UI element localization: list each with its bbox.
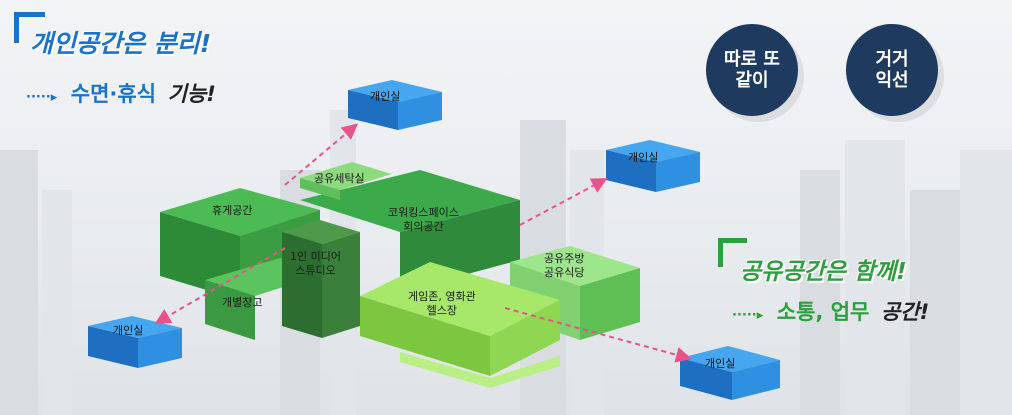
zone-lounge: 휴게공간 bbox=[212, 204, 253, 217]
badge-together-apart: 따로 또 같이 bbox=[706, 24, 798, 116]
private-sub-highlight: 수면·휴식 bbox=[70, 82, 157, 106]
private-room-label: 개인실 bbox=[628, 151, 659, 164]
shared-heading-bracket bbox=[718, 238, 747, 267]
shared-sub-highlight: 소통, 업무 bbox=[776, 300, 870, 324]
private-sub-tail: 기능! bbox=[167, 82, 216, 106]
shared-sub-tail: 공간! bbox=[880, 300, 930, 324]
private-heading: 개인공간은 분리! bbox=[30, 29, 212, 58]
private-room-cubes bbox=[88, 80, 780, 400]
shared-heading: 공유공간은 함께! bbox=[740, 259, 907, 285]
private-room-label: 개인실 bbox=[113, 324, 144, 337]
private-room-label: 개인실 bbox=[705, 357, 736, 370]
private-heading-bracket bbox=[14, 12, 45, 43]
private-sub-arrow: ·····▸ bbox=[26, 90, 58, 105]
private-room-label: 개인실 bbox=[370, 90, 401, 103]
badge-text: 거거 익선 bbox=[875, 49, 909, 91]
zone-game-cinema-gym: 게임존, 영화관 헬스장 bbox=[408, 290, 476, 317]
shared-sub-arrow: ·····▸ bbox=[732, 308, 764, 323]
shared-building bbox=[160, 162, 640, 388]
private-room-left bbox=[88, 316, 182, 368]
zone-shared-kitchen: 공유주방 공유식당 bbox=[544, 252, 585, 279]
private-room-mid bbox=[606, 140, 700, 192]
badge-big-better: 거거 익선 bbox=[846, 24, 938, 116]
zone-laundry: 공유세탁실 bbox=[314, 172, 365, 185]
badge-text: 따로 또 같이 bbox=[724, 49, 780, 91]
connection-arrows bbox=[154, 123, 692, 363]
zone-coworking: 코워킹스페이스 회의공간 bbox=[388, 206, 459, 233]
zone-storage: 개별창고 bbox=[222, 296, 263, 309]
private-room-top bbox=[348, 80, 442, 130]
private-room-right bbox=[680, 346, 780, 400]
zone-media-studio: 1인 미디어 스튜디오 bbox=[290, 250, 341, 277]
